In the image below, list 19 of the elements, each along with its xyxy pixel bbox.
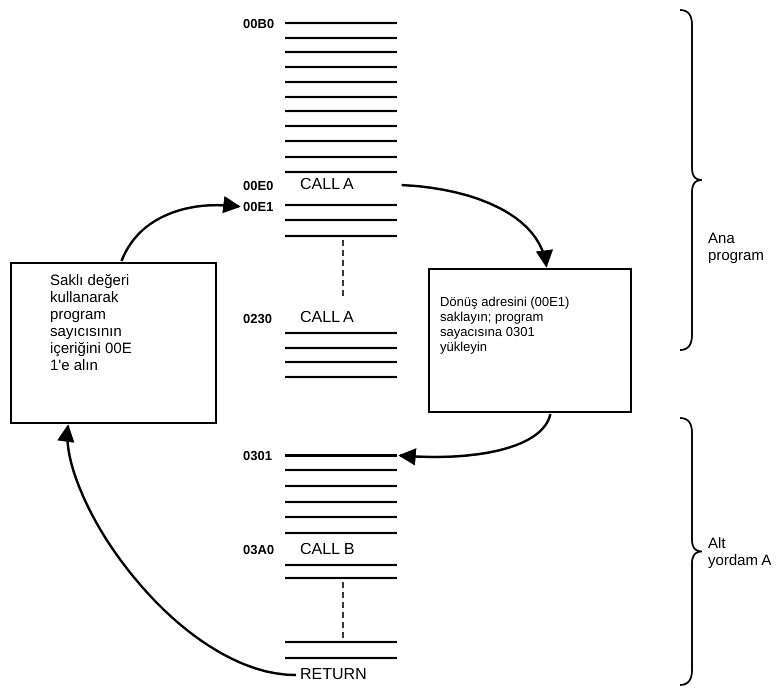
address-label: 03A0 xyxy=(243,542,274,557)
arrow xyxy=(402,184,552,268)
arrow xyxy=(398,414,552,466)
address-label: 00E1 xyxy=(243,199,274,214)
address-label: 0230 xyxy=(243,311,272,326)
instruction-text: RETURN xyxy=(300,666,367,684)
process-box: Dönüş adresini (00E1) saklayın; program sayacısına 0301 yükleyin xyxy=(428,268,632,413)
instruction-text: CALL A xyxy=(300,309,354,327)
instruction-text: CALL B xyxy=(300,541,355,559)
address-label: 0301 xyxy=(243,448,272,463)
instruction-text: CALL A xyxy=(300,176,354,194)
arrow xyxy=(59,424,296,676)
memory-row-line xyxy=(285,454,397,457)
address-label: 00B0 xyxy=(243,16,274,31)
address-label: 00E0 xyxy=(243,178,274,193)
process-box: Saklı değeri kullanarak program sayıcısının içeriğini 00E 1'e alın xyxy=(10,262,217,424)
section-label: Ana program xyxy=(708,230,765,264)
arrow xyxy=(120,196,241,262)
section-label: Alt yordam A xyxy=(708,535,772,569)
